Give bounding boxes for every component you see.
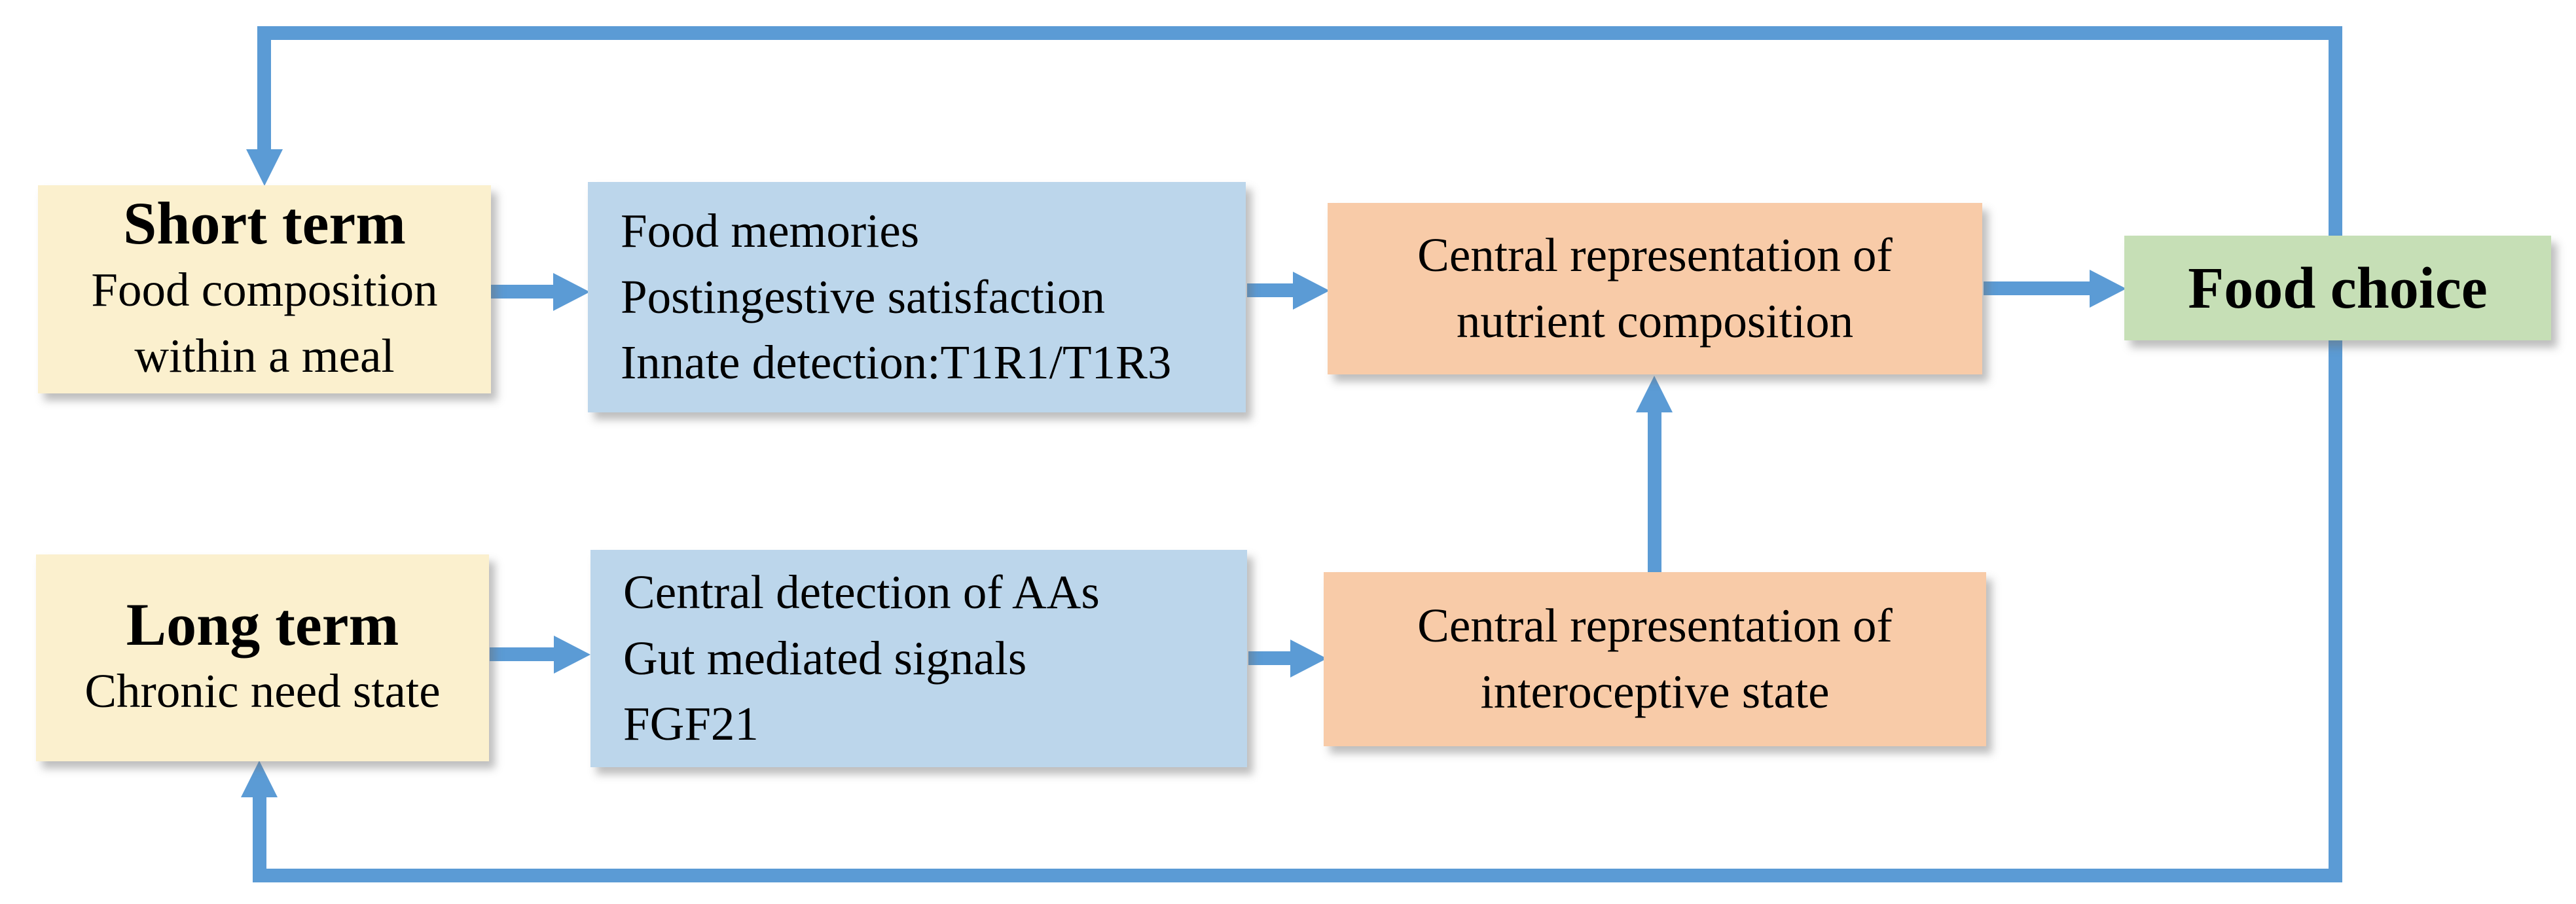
arrow-long-term-to-mechanisms-stem: [490, 647, 554, 661]
feedback-loop-bottom-line: [253, 869, 2342, 882]
nutrient-representation-line: Central representation of: [1417, 228, 1893, 282]
arrow-mechanisms-to-interoceptive-stem: [1248, 651, 1290, 665]
long-term-mechanisms-box: Central detection of AAs Gut mediated si…: [590, 550, 1247, 767]
long-term-box: Long term Chronic need state: [36, 554, 489, 761]
arrow-right-icon: [1290, 640, 1327, 678]
mechanism-line: FGF21: [623, 697, 759, 751]
arrow-up-icon: [1636, 376, 1673, 412]
arrow-down-icon: [246, 149, 283, 186]
food-choice-label: Food choice: [2188, 255, 2488, 321]
arrow-right-icon: [553, 273, 590, 311]
arrow-right-icon: [1293, 272, 1330, 310]
mechanism-line: Innate detection:T1R1/T1R3: [621, 336, 1172, 389]
feedback-arrow-to-long-term-stem: [253, 797, 266, 869]
arrow-right-icon: [2090, 270, 2126, 308]
arrow-nutrient-to-food-choice-stem: [1984, 281, 2090, 295]
arrow-interoceptive-to-nutrient-stem: [1648, 412, 1661, 572]
short-term-line: within a meal: [134, 329, 395, 382]
arrow-right-icon: [554, 636, 590, 674]
interoceptive-representation-box: Central representation of interoceptive …: [1324, 572, 1986, 746]
feedback-loop-top-line: [257, 26, 2342, 40]
mechanism-line: Postingestive satisfaction: [621, 270, 1106, 323]
short-term-line: Food composition: [91, 262, 438, 316]
arrow-up-icon: [241, 761, 278, 797]
interoceptive-representation-line: Central representation of: [1417, 599, 1893, 653]
arrow-short-term-to-mechanisms-stem: [491, 285, 553, 298]
interoceptive-representation-line: interoceptive state: [1480, 665, 1830, 718]
feedback-arrow-to-short-term-stem: [257, 26, 271, 151]
feedback-loop-right-line: [2329, 26, 2342, 882]
mechanism-line: Gut mediated signals: [623, 631, 1027, 685]
nutrient-representation-line: nutrient composition: [1456, 295, 1854, 348]
mechanism-line: Food memories: [621, 204, 920, 257]
short-term-mechanisms-box: Food memories Postingestive satisfaction…: [588, 182, 1246, 412]
short-term-title: Short term: [123, 189, 406, 257]
arrow-mechanisms-to-nutrient-stem: [1247, 283, 1293, 297]
food-choice-box: Food choice: [2124, 236, 2551, 340]
mechanism-line: Central detection of AAs: [623, 565, 1100, 619]
nutrient-representation-box: Central representation of nutrient compo…: [1328, 203, 1982, 374]
long-term-title: Long term: [126, 591, 399, 659]
long-term-line: Chronic need state: [84, 664, 441, 718]
short-term-box: Short term Food composition within a mea…: [38, 185, 491, 393]
